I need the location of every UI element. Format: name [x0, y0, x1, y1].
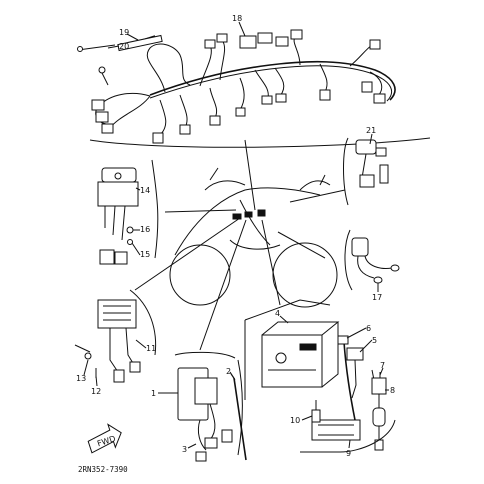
callout-21: 21: [366, 126, 376, 135]
fwd-arrow: FWD: [87, 423, 122, 454]
callout-10: 10: [290, 416, 300, 425]
battery-assembly: [244, 299, 396, 453]
callout-12: 12: [91, 387, 101, 396]
callout-13: 13: [76, 374, 86, 383]
callout-14: 14: [140, 186, 150, 195]
switch-17: [344, 229, 400, 291]
callout-17: 17: [372, 293, 382, 302]
callout-3: 3: [182, 445, 187, 454]
harness-group-bracket: [89, 137, 431, 148]
cdi-unit-assembly: [174, 351, 247, 462]
callout-19: 19: [119, 28, 129, 37]
callout-2: 2: [226, 367, 231, 376]
callout-7: 7: [380, 361, 385, 370]
callout-18: 18: [232, 14, 242, 23]
callout-9: 9: [346, 449, 351, 458]
callout-leaders: [83, 21, 389, 449]
callout-11: 11: [146, 344, 156, 353]
handlebar-switch-21: [343, 137, 389, 206]
callout-numbers: 18 19 20 21 14 16 15 17 11 13 12 1 2 3 4…: [76, 14, 395, 458]
wire-harness: [91, 29, 396, 144]
callout-16: 16: [140, 225, 150, 234]
rectifier-assembly: [74, 289, 157, 383]
drawing-code: 2RN352-7390: [78, 465, 128, 474]
callout-8: 8: [390, 386, 395, 395]
callout-5: 5: [372, 336, 377, 345]
leader-lines: [134, 139, 346, 351]
callout-20: 20: [119, 42, 129, 51]
callout-4: 4: [275, 309, 280, 318]
callout-6: 6: [366, 324, 371, 333]
band-clamp-parts: [77, 34, 163, 52]
callout-15: 15: [140, 250, 150, 259]
main-switch-assembly: [97, 159, 159, 265]
callout-1: 1: [151, 389, 156, 398]
motorcycle-outline: [169, 167, 338, 308]
